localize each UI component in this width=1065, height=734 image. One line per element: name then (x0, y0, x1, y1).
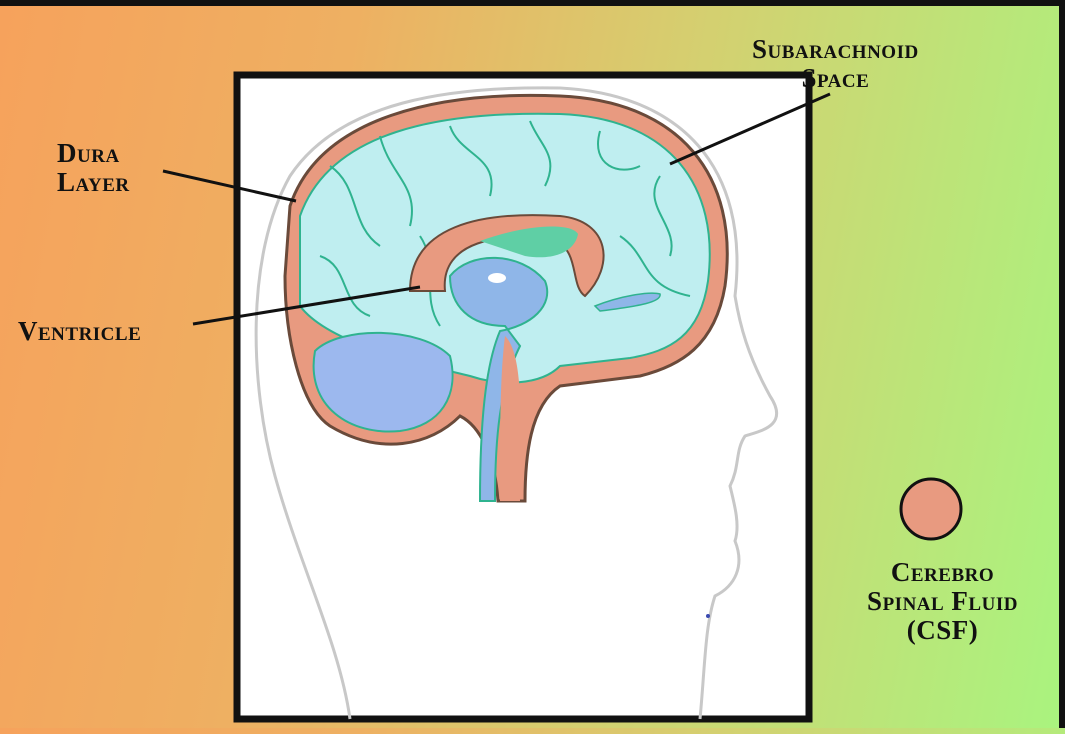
stray-dot (706, 614, 710, 618)
diagram-canvas (162, 71, 963, 723)
corpus-callosum (480, 226, 578, 258)
olfactory-tract (593, 292, 661, 312)
label-line: (CSF) (906, 615, 979, 645)
brain-gyri (319, 120, 691, 327)
label-ventricle: Ventricle (18, 316, 142, 346)
subarachnoid-leader-line (669, 92, 831, 166)
spinal-canal (500, 336, 521, 501)
head-outline (254, 86, 779, 720)
label-line: Layer (57, 167, 130, 197)
label-line: Dura (57, 138, 120, 168)
aqueduct-highlight (488, 273, 506, 283)
label-line: Cerebro (890, 557, 995, 587)
legend-csf-label: Cerebro Spinal Fluid (CSF) (830, 558, 1055, 645)
label-dura-layer: Dura Layer (57, 139, 130, 197)
csf-legend-swatch (899, 477, 963, 541)
dura-leader-line (162, 169, 297, 203)
label-subarachnoid-space: Subarachnoid Space (752, 35, 919, 93)
ventricle-leader-line (192, 285, 421, 326)
brainstem (448, 256, 549, 502)
label-line: Spinal Fluid (867, 586, 1018, 616)
label-line: Subarachnoid (752, 34, 919, 64)
label-line: Space (801, 63, 870, 93)
cerebellum (312, 331, 454, 433)
